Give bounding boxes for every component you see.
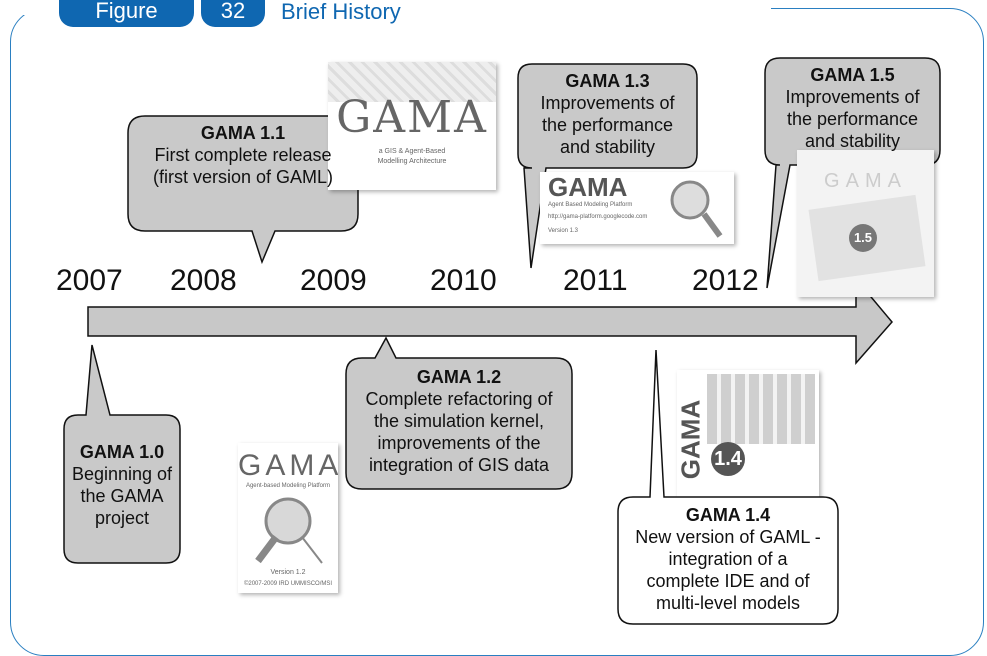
event-version: GAMA 1.1 [200, 123, 286, 143]
figure-number: 32 [201, 0, 265, 27]
event-version: GAMA 1.3 [565, 71, 650, 91]
event-description-line: (first version of GAML) [152, 167, 334, 187]
event-description-line: project [94, 508, 150, 528]
event-description-line: integration of GIS data [368, 455, 550, 475]
event-description-line: New version of GAML - [635, 527, 821, 547]
figure-frame: Figure 32 Brief History [10, 0, 984, 656]
thumbnail-gama-1-3: GAMA Agent Based Modeling Platform http:… [540, 172, 734, 244]
event-gama-1-0: GAMA 1.0 Beginning of the GAMA project [64, 441, 180, 529]
figure-label: Figure [59, 0, 194, 27]
event-gama-1-4: GAMA 1.4 New version of GAML - integrati… [618, 504, 838, 614]
event-version: GAMA 1.5 [810, 65, 895, 85]
year-label: 2007 [56, 264, 123, 297]
magnifier-icon [255, 497, 323, 564]
thumb-caption: ©2007-2009 IRD UMMISCO/MSI [243, 581, 333, 587]
version-badge: 1.4 [711, 442, 745, 476]
thumbnail-gama-1-2: GAMA Agent-based Modeling Platform Versi… [238, 443, 338, 593]
version-badge: 1.5 [849, 224, 877, 252]
event-version: GAMA 1.0 [79, 442, 165, 462]
year-label: 2010 [430, 264, 497, 297]
event-description-line: and stability [804, 131, 901, 151]
event-description-line: the performance [541, 115, 674, 135]
event-description-line: First complete release [154, 145, 332, 165]
thumb-logo: GAMA [238, 449, 338, 482]
figure-title: Brief History [281, 0, 401, 24]
event-description-line: complete IDE and of [646, 571, 810, 591]
event-description-line: the simulation kernel, [373, 411, 545, 431]
thumb-logo: GAMA [336, 92, 488, 143]
event-gama-1-2: GAMA 1.2 Complete refactoring of the sim… [346, 366, 572, 476]
thumb-logo: GAMA [548, 172, 628, 202]
event-gama-1-3: GAMA 1.3 Improvements of the performance… [518, 70, 697, 158]
year-label: 2012 [692, 264, 759, 297]
event-description-line: improvements of the [377, 433, 541, 453]
event-description-line: the performance [786, 109, 919, 129]
thumb-caption: http://gama-platform.googlecode.com [548, 214, 648, 220]
timeline-arrow [87, 276, 893, 365]
year-label: 2008 [170, 264, 237, 297]
event-description-line: integration of a [668, 549, 788, 569]
thumb-caption: Agent Based Modeling Platform [548, 202, 633, 208]
thumb-logo: GAMA [824, 170, 907, 192]
callout-shape-1-0 [63, 344, 181, 564]
event-description-line: and stability [559, 137, 656, 157]
event-version: GAMA 1.4 [685, 505, 771, 525]
thumb-caption: Modelling Architecture [377, 158, 447, 165]
thumb-caption: a GIS & Agent-Based [378, 148, 446, 155]
event-version: GAMA 1.2 [416, 367, 502, 387]
event-description-line: Improvements of [540, 93, 675, 113]
event-gama-1-1: GAMA 1.1 First complete release (first v… [128, 122, 358, 188]
callout-shape-1-3 [517, 63, 698, 269]
event-description-line: the GAMA [80, 486, 164, 506]
event-gama-1-5: GAMA 1.5 Improvements of the performance… [765, 64, 940, 152]
thumb-caption: Version 1.2 [270, 569, 306, 576]
callout-shape-1-2 [345, 336, 573, 490]
thumb-caption: Agent-based Modeling Platform [245, 483, 331, 489]
thumbnail-gama-1-5: GAMA 1.5 [797, 150, 934, 297]
event-description-line: Beginning of [71, 464, 173, 484]
thumb-logo: GAMA [677, 399, 706, 480]
event-description-line: Complete refactoring of [365, 389, 553, 409]
year-label: 2009 [300, 264, 367, 297]
thumb-caption: Version 1.3 [548, 228, 579, 234]
event-description-line: Improvements of [785, 87, 920, 107]
thumbnail-gama-1-1: GAMA a GIS & Agent-Based Modelling Archi… [328, 62, 496, 190]
callout-shape-1-5 [764, 57, 941, 289]
thumbnail-gama-1-4: GAMA 1.4 [677, 370, 819, 510]
event-description-line: multi-level models [655, 593, 801, 613]
year-label: 2011 [563, 264, 628, 297]
magnifier-icon [670, 180, 723, 238]
